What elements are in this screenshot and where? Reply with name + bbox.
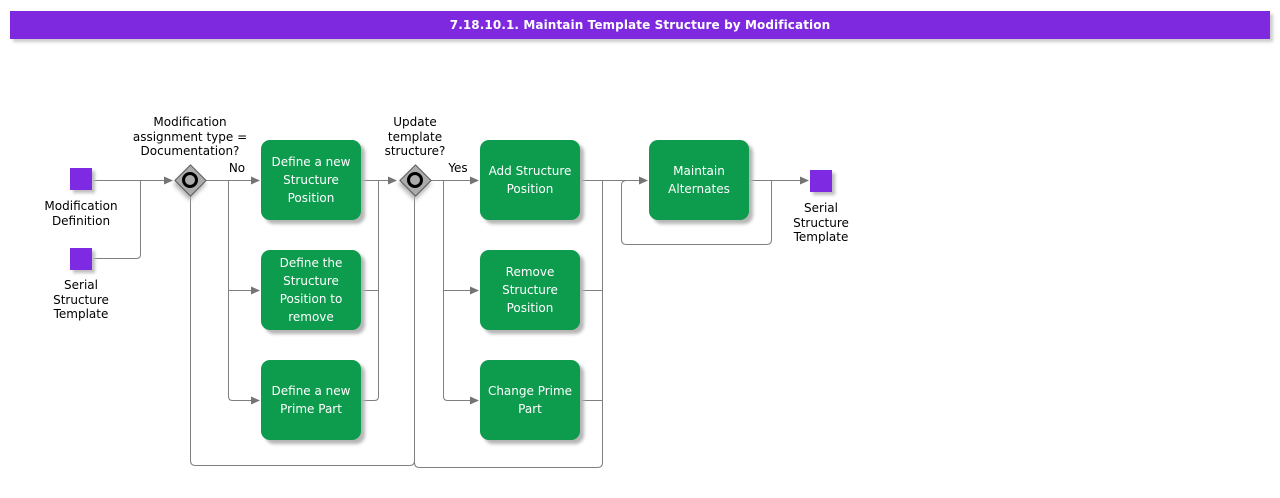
activity-define-structure-position-to-remove[interactable]: Define the Structure Position to remove — [261, 250, 361, 330]
activity-define-new-structure-position[interactable]: Define a new Structure Position — [261, 140, 361, 220]
arrow-into-a4 — [470, 176, 479, 185]
data-object-label-serial-structure-template-in: Serial Structure Template — [53, 278, 109, 321]
arrow-into-a3 — [251, 396, 260, 405]
data-object-serial-structure-template-in[interactable] — [70, 248, 92, 270]
decision2-question-label: Update template structure? — [384, 115, 446, 158]
arrow-into-a1 — [251, 176, 260, 185]
activity-remove-structure-position[interactable]: Remove Structure Position — [480, 250, 580, 330]
title-bar: 7.18.10.1. Maintain Template Structure b… — [10, 11, 1270, 39]
data-object-serial-structure-template-out[interactable] — [810, 170, 832, 192]
arrow-into-a6 — [470, 396, 479, 405]
activity-define-new-prime-part[interactable]: Define a new Prime Part — [261, 360, 361, 440]
decision2-diamond — [399, 164, 432, 197]
page-title: 7.18.10.1. Maintain Template Structure b… — [449, 18, 831, 32]
decision2-branch-label-yes: Yes — [448, 161, 468, 175]
arrow-into-a5 — [470, 286, 479, 295]
activity-maintain-alternates[interactable]: Maintain Alternates — [649, 140, 749, 220]
arrow-into-decision1 — [164, 176, 173, 185]
decision1-branch-label-no: No — [228, 161, 246, 175]
data-object-label-modification-definition: Modification Definition — [44, 199, 118, 228]
data-object-label-serial-structure-template-out: Serial Structure Template — [793, 201, 849, 244]
edge-decision1-branch-down — [228, 180, 251, 401]
edge-maintain-self-loop — [621, 180, 772, 245]
decision1-circle-icon — [182, 172, 198, 188]
edge-bypass-decision2 — [414, 180, 603, 468]
arrowheads — [164, 176, 809, 405]
edge-decision2-branch-down — [443, 180, 470, 401]
arrow-into-a2 — [251, 286, 260, 295]
edge-serial-template-to-decision1 — [92, 180, 141, 259]
decision2-circle-icon — [407, 172, 423, 188]
activity-change-prime-part[interactable]: Change Prime Part — [480, 360, 580, 440]
arrow-into-decision2 — [388, 176, 397, 185]
data-object-modification-definition[interactable] — [70, 168, 92, 190]
activity-add-structure-position[interactable]: Add Structure Position — [480, 140, 580, 220]
arrow-into-output-object — [800, 176, 809, 185]
arrow-into-maintain-alternates — [639, 176, 648, 185]
decision1-question-label: Modification assignment type = Documenta… — [132, 115, 248, 158]
decision1-diamond — [174, 164, 207, 197]
edge-merge-column1 — [361, 180, 379, 401]
